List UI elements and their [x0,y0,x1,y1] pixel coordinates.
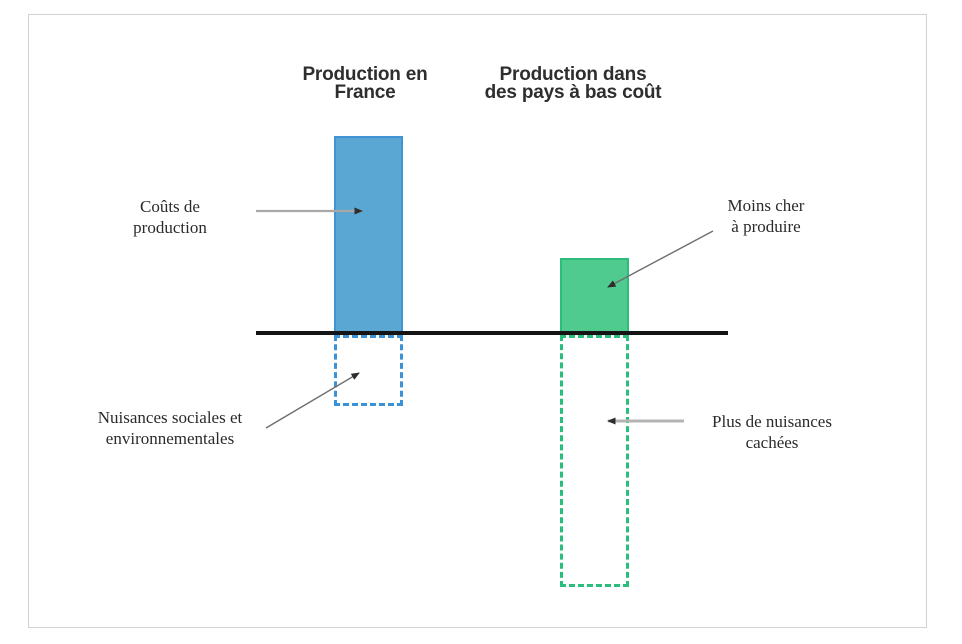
france-hidden-cost-box [334,335,403,406]
lowcost-visible-cost-bar [560,258,629,333]
column-title-low-cost: Production dans des pays à bas coût [484,64,662,103]
annotation-cheaper-to-produce: Moins cher à produire [727,196,805,236]
column-title-france: Production en France [302,64,428,103]
diagram-frame [28,14,927,628]
baseline [256,331,728,335]
annotation-social-environmental-nuisances: Nuisances sociales et environnementales [97,408,243,448]
lowcost-hidden-cost-box [560,335,629,587]
annotation-more-hidden-nuisances: Plus de nuisances cachées [712,412,832,452]
annotation-production-costs: Coûts de production [133,197,207,237]
france-visible-cost-bar [334,136,403,333]
